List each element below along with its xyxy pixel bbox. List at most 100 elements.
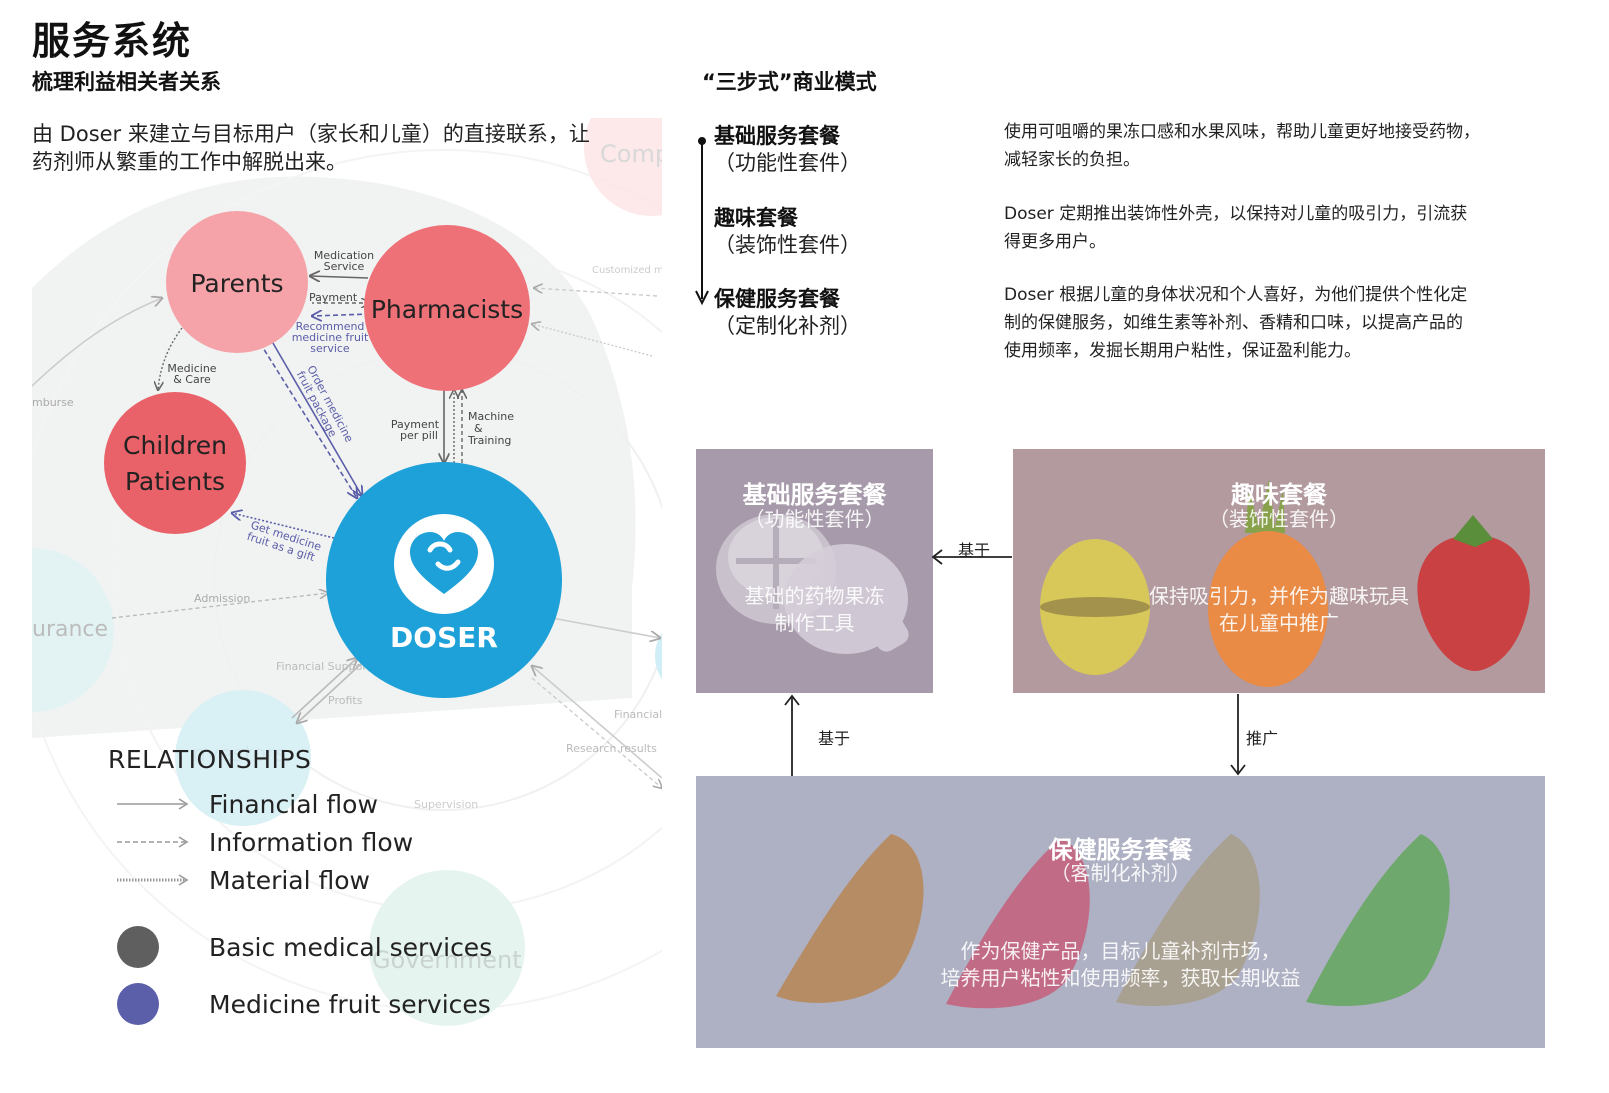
fun-to-basic-label: 基于 bbox=[958, 541, 991, 560]
flow-label-payment-pill-1: Payment bbox=[391, 418, 440, 431]
children-node bbox=[104, 392, 246, 534]
svg-text:Medicine& Care: Medicine& Care bbox=[167, 362, 216, 386]
fun-kit-subtitle: （装饰性套件） bbox=[1209, 507, 1349, 531]
step-1-description: 使用可咀嚼的果冻口感和水果风味，帮助儿童更好地接受药物， 减轻家长的负担。 bbox=[1004, 118, 1549, 174]
flow-label-medication-1: Medication bbox=[314, 249, 374, 262]
health-kit-title: 保健服务套餐 bbox=[1048, 836, 1193, 864]
health-kit-desc-line-2: 培养用户粘性和使用频率，获取长期收益 bbox=[940, 966, 1301, 990]
legend-fruit-services: Medicine fruit services bbox=[209, 990, 491, 1019]
step-2-name: 趣味套餐 bbox=[714, 206, 798, 230]
step-3-desc-line-3: 使用频率，发掘长期用户粘性，保证盈利能力。 bbox=[1004, 341, 1361, 361]
step-2-description: Doser 定期推出装饰性外壳，以保持对儿童的吸引力，引流获 得更多用户。 bbox=[1004, 200, 1549, 256]
investors-label: nvestors bbox=[192, 742, 287, 767]
legend-title: RELATIONSHIPS bbox=[108, 745, 312, 774]
children-label-2: Patients bbox=[125, 467, 225, 496]
fun-to-health-arrow bbox=[1230, 694, 1246, 776]
doser-heart-icon bbox=[394, 514, 494, 614]
basic-kit-panel: 基础服务套餐 （功能性套件） 基础的药物果冻 制作工具 bbox=[696, 449, 933, 693]
right-section-title: “三步式”商业模式 bbox=[702, 70, 877, 94]
legend-basic-services: Basic medical services bbox=[209, 933, 493, 962]
right-stakeholder-circle bbox=[655, 614, 739, 698]
fun-kit-desc-line-2: 在儿童中推广 bbox=[1219, 611, 1339, 635]
basic-kit-desc-line-1: 基础的药物果冻 bbox=[744, 584, 885, 608]
basic-kit-title: 基础服务套餐 bbox=[742, 481, 887, 509]
step-1-desc-line-2: 减轻家长的负担。 bbox=[1004, 150, 1140, 170]
health-kit-description: 作为保健产品，目标儿童补剂市场， 培养用户粘性和使用频率，获取长期收益 bbox=[696, 938, 1545, 992]
legend-information-flow: Information flow bbox=[209, 828, 414, 857]
flow-label-reimburse: mburse bbox=[32, 396, 74, 409]
step-1-desc-line-1: 使用可咀嚼的果冻口感和水果风味，帮助儿童更好地接受药物， bbox=[1004, 122, 1480, 142]
children-label-1: Children bbox=[123, 431, 227, 460]
step-2-desc-line-1: Doser 定期推出装饰性外壳，以保持对儿童的吸引力，引流获 bbox=[1004, 204, 1468, 224]
government-circle bbox=[369, 870, 525, 1026]
intro-text: 由 Doser 来建立与目标用户（家长和儿童）的直接联系，让 药剂师从繁重的工作… bbox=[32, 120, 662, 176]
mold-tool-illustration bbox=[716, 514, 909, 654]
legend-fruit-dot bbox=[117, 983, 159, 1025]
step-2-sub: （装饰性套件） bbox=[714, 233, 861, 257]
step-1-name: 基础服务套餐 bbox=[714, 124, 840, 148]
stakeholder-diagram: Comp urance nvestors Government Medicati… bbox=[0, 80, 875, 1058]
intro-line-1: 由 Doser 来建立与目标用户（家长和儿童）的直接联系，让 bbox=[32, 122, 590, 146]
flow-label-financial-support: Financial Support bbox=[276, 660, 372, 673]
flow-label-profits: Profits bbox=[328, 694, 363, 707]
step-1-sub: （功能性套件） bbox=[714, 151, 861, 175]
fun-kit-panel: 趣味套餐 （装饰性套件） 保持吸引力，并作为趣味玩具 在儿童中推广 bbox=[1013, 449, 1545, 693]
health-kit-subtitle: （客制化补剂） bbox=[1050, 861, 1191, 885]
flow-label-admission: Admission bbox=[194, 592, 250, 605]
jelly-slices-illustration bbox=[776, 834, 1450, 1009]
flow-label-payment: Payment bbox=[309, 291, 358, 304]
fun-kit-desc-line-1: 保持吸引力，并作为趣味玩具 bbox=[1149, 584, 1409, 608]
fun-to-health-label: 推广 bbox=[1246, 729, 1279, 748]
parents-label: Parents bbox=[190, 269, 283, 298]
legend-line-samples bbox=[117, 798, 189, 886]
fun-kit-title: 趣味套餐 bbox=[1231, 481, 1327, 509]
health-to-basic-arrow bbox=[784, 694, 800, 776]
left-section-title: 梳理利益相关者关系 bbox=[32, 70, 221, 94]
health-to-basic-label: 基于 bbox=[818, 729, 851, 748]
step-3-desc-line-2: 制的保健服务，如维生素等补剂、香精和口味，以提高产品的 bbox=[1004, 313, 1463, 333]
flow-label-supervision: Supervision bbox=[414, 798, 478, 811]
health-kit-desc-line-1: 作为保健产品，目标儿童补剂市场， bbox=[960, 939, 1281, 963]
pharmacists-node bbox=[364, 225, 530, 391]
flow-label-machine-2: & bbox=[474, 422, 483, 435]
pineapple-shell-icon bbox=[1208, 479, 1328, 687]
steps-timeline-arrow bbox=[695, 137, 709, 306]
basic-kit-desc-line-2: 制作工具 bbox=[774, 611, 855, 635]
health-kit-panel: 保健服务套餐 （客制化补剂） 作为保健产品，目标儿童补剂市场， 培养用户粘性和使… bbox=[696, 776, 1545, 1048]
fruit-shells-illustration bbox=[1040, 479, 1530, 687]
government-label: Government bbox=[372, 946, 522, 974]
page-title: 服务系统 bbox=[32, 19, 193, 63]
fun-kit-description: 保持吸引力，并作为趣味玩具 在儿童中推广 bbox=[1013, 583, 1545, 637]
strawberry-shell-icon bbox=[1417, 515, 1530, 671]
flow-label-machine-3: Training bbox=[467, 434, 511, 447]
intro-line-2: 药剂师从繁重的工作中解脱出来。 bbox=[32, 150, 347, 174]
stakeholder-diagram-svg: Comp urance nvestors Government Medicati… bbox=[0, 80, 875, 1026]
legend-material-flow: Material flow bbox=[209, 866, 370, 895]
basic-kit-subtitle: （功能性套件） bbox=[744, 507, 885, 531]
svg-text:Machine&Training: Machine&Training bbox=[467, 410, 514, 447]
flow-label-customized: Customized medicine prescriptions bbox=[592, 265, 662, 276]
parents-node bbox=[166, 211, 308, 353]
step-3-description: Doser 根据儿童的身体状况和个人喜好，为他们提供个性化定 制的保健服务，如维… bbox=[1004, 281, 1549, 365]
step-2-desc-line-2: 得更多用户。 bbox=[1004, 232, 1106, 252]
step-3-name: 保健服务套餐 bbox=[714, 287, 840, 311]
flow-label-financial-support-2: Financial Support bbox=[614, 708, 662, 721]
flow-label-recommend-1: Recommend bbox=[296, 320, 365, 333]
step-3-desc-line-1: Doser 根据儿童的身体状况和个人喜好，为他们提供个性化定 bbox=[1004, 285, 1468, 305]
flow-label-medication-2: Service bbox=[324, 260, 365, 273]
investors-circle bbox=[175, 690, 311, 826]
basic-kit-description: 基础的药物果冻 制作工具 bbox=[696, 583, 933, 637]
lemon-shell-icon bbox=[1040, 539, 1150, 675]
flow-label-recommend-3: service bbox=[310, 342, 350, 355]
flow-label-recommend-2: medicine fruit bbox=[292, 331, 369, 344]
flow-label-research-results: Research results bbox=[566, 742, 657, 755]
doser-label: DOSER bbox=[390, 621, 498, 654]
company-label: Comp bbox=[600, 140, 662, 168]
flow-label-payment-pill-2: per pill bbox=[400, 429, 438, 442]
legend-basic-dot bbox=[117, 926, 159, 968]
flow-label-medicine-care-1: Medicine bbox=[167, 362, 216, 375]
